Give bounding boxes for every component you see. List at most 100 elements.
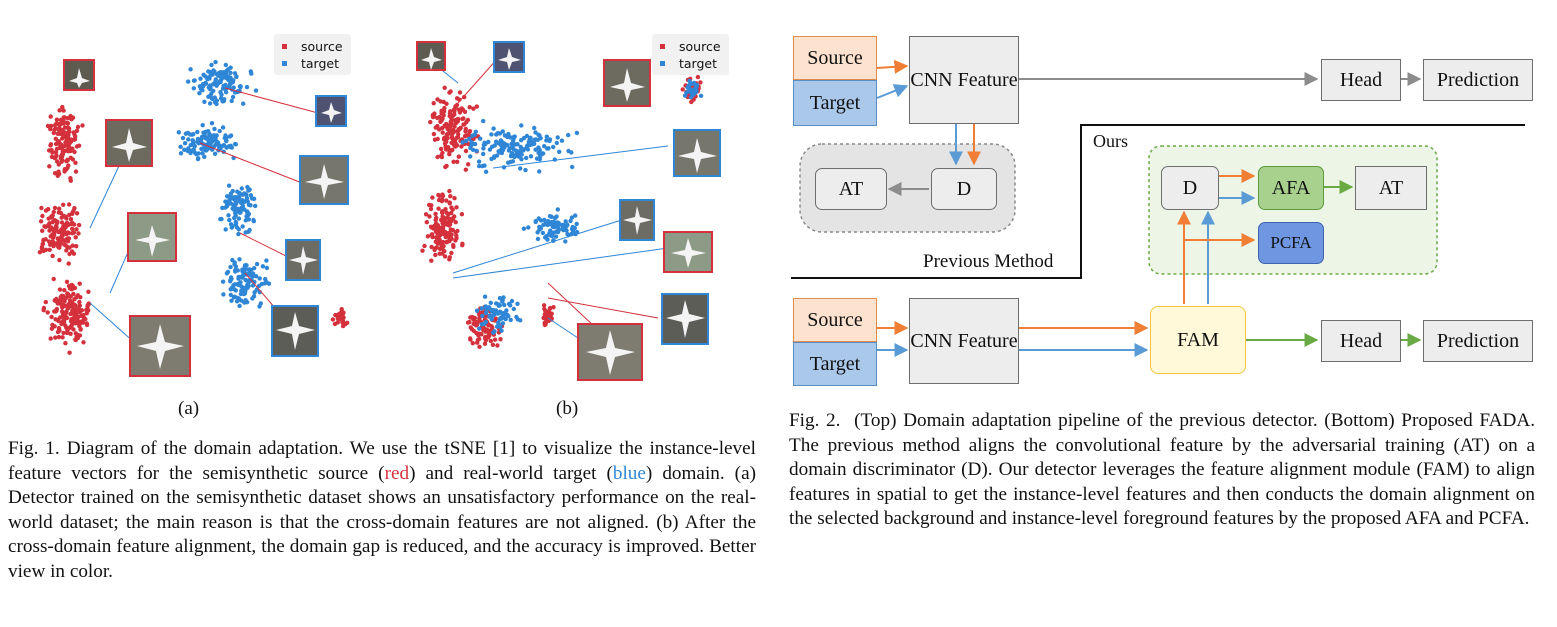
target-point xyxy=(698,93,704,99)
prev-at-box: AT xyxy=(815,168,887,210)
source-point xyxy=(440,193,446,199)
source-point xyxy=(53,226,59,231)
source-point xyxy=(49,154,55,160)
source-point xyxy=(43,208,49,213)
target-point xyxy=(209,121,215,126)
target-point xyxy=(176,130,181,135)
source-point xyxy=(60,152,65,157)
source-point xyxy=(57,108,62,113)
source-point xyxy=(56,326,62,331)
source-point xyxy=(58,122,63,127)
target-point xyxy=(541,151,546,156)
target-point xyxy=(243,267,249,272)
target-point xyxy=(188,67,193,72)
source-point xyxy=(54,121,59,126)
previous-method-label: Previous Method xyxy=(923,251,1054,272)
target-point xyxy=(489,317,494,322)
source-point xyxy=(71,291,76,297)
source-point xyxy=(49,314,54,320)
source-point xyxy=(86,301,92,306)
source-point xyxy=(449,140,454,145)
source-point xyxy=(449,210,454,216)
source-point xyxy=(437,193,442,198)
target-point xyxy=(500,129,505,134)
target-point xyxy=(247,267,252,272)
source-point xyxy=(452,214,457,219)
source-point xyxy=(498,337,503,342)
source-point xyxy=(72,149,77,155)
source-point xyxy=(457,110,463,115)
source-point xyxy=(68,300,73,305)
source-point xyxy=(53,141,59,147)
source-point xyxy=(61,202,66,207)
source-point xyxy=(429,258,434,263)
source-point xyxy=(446,130,452,136)
source-point xyxy=(433,252,438,258)
source-point xyxy=(449,205,454,210)
source-point xyxy=(71,130,76,135)
target-point xyxy=(200,123,205,128)
source-point xyxy=(70,243,75,248)
target-point xyxy=(509,298,515,304)
target-point xyxy=(200,151,205,156)
target-point xyxy=(494,301,499,306)
target-point xyxy=(202,99,207,105)
target-point xyxy=(223,90,229,95)
target-point xyxy=(234,299,240,304)
target-point xyxy=(220,86,226,91)
source-point xyxy=(423,212,429,217)
source-point xyxy=(67,141,72,146)
source-point xyxy=(467,129,473,134)
source-point xyxy=(433,125,438,130)
source-point xyxy=(492,337,498,342)
target-point xyxy=(478,136,483,141)
source-point xyxy=(463,148,469,154)
source-point xyxy=(430,195,435,200)
source-point xyxy=(440,214,445,219)
source-point xyxy=(85,308,91,313)
target-point xyxy=(256,283,262,289)
source-point xyxy=(441,222,447,227)
target-point xyxy=(472,132,477,137)
target-point xyxy=(526,139,532,145)
source-point xyxy=(442,105,447,111)
source-point xyxy=(46,222,51,228)
source-point xyxy=(65,130,71,136)
target-point xyxy=(195,129,200,135)
source-point xyxy=(63,341,68,346)
plane-glyphs xyxy=(421,48,717,375)
target-point xyxy=(217,128,222,134)
target-point xyxy=(244,84,250,90)
source-point xyxy=(62,120,67,125)
source-point xyxy=(462,94,467,100)
source-point xyxy=(452,124,457,129)
target-point xyxy=(547,231,552,236)
target-point xyxy=(497,303,502,308)
legend-target-label: target xyxy=(301,56,340,71)
target-point xyxy=(573,213,578,218)
source-point xyxy=(437,246,443,252)
target-point xyxy=(237,194,242,200)
source-point xyxy=(74,244,79,249)
source-point xyxy=(46,239,52,244)
target-point xyxy=(264,258,269,263)
source-point xyxy=(436,206,441,211)
target-point xyxy=(536,150,541,156)
target-point xyxy=(234,208,239,214)
target-point xyxy=(182,141,188,146)
source-point xyxy=(437,114,442,120)
target-point xyxy=(469,140,474,145)
source-point xyxy=(55,220,60,226)
target-point xyxy=(494,153,500,158)
target-point xyxy=(183,131,189,136)
source-point xyxy=(454,233,459,238)
target-point xyxy=(202,154,207,159)
source-point xyxy=(468,336,473,341)
target-point xyxy=(544,233,549,239)
target-point xyxy=(262,281,268,286)
target-point xyxy=(203,80,208,86)
target-point xyxy=(554,214,559,219)
target-point xyxy=(257,276,262,281)
target-point xyxy=(503,316,508,322)
source-point xyxy=(477,344,482,349)
